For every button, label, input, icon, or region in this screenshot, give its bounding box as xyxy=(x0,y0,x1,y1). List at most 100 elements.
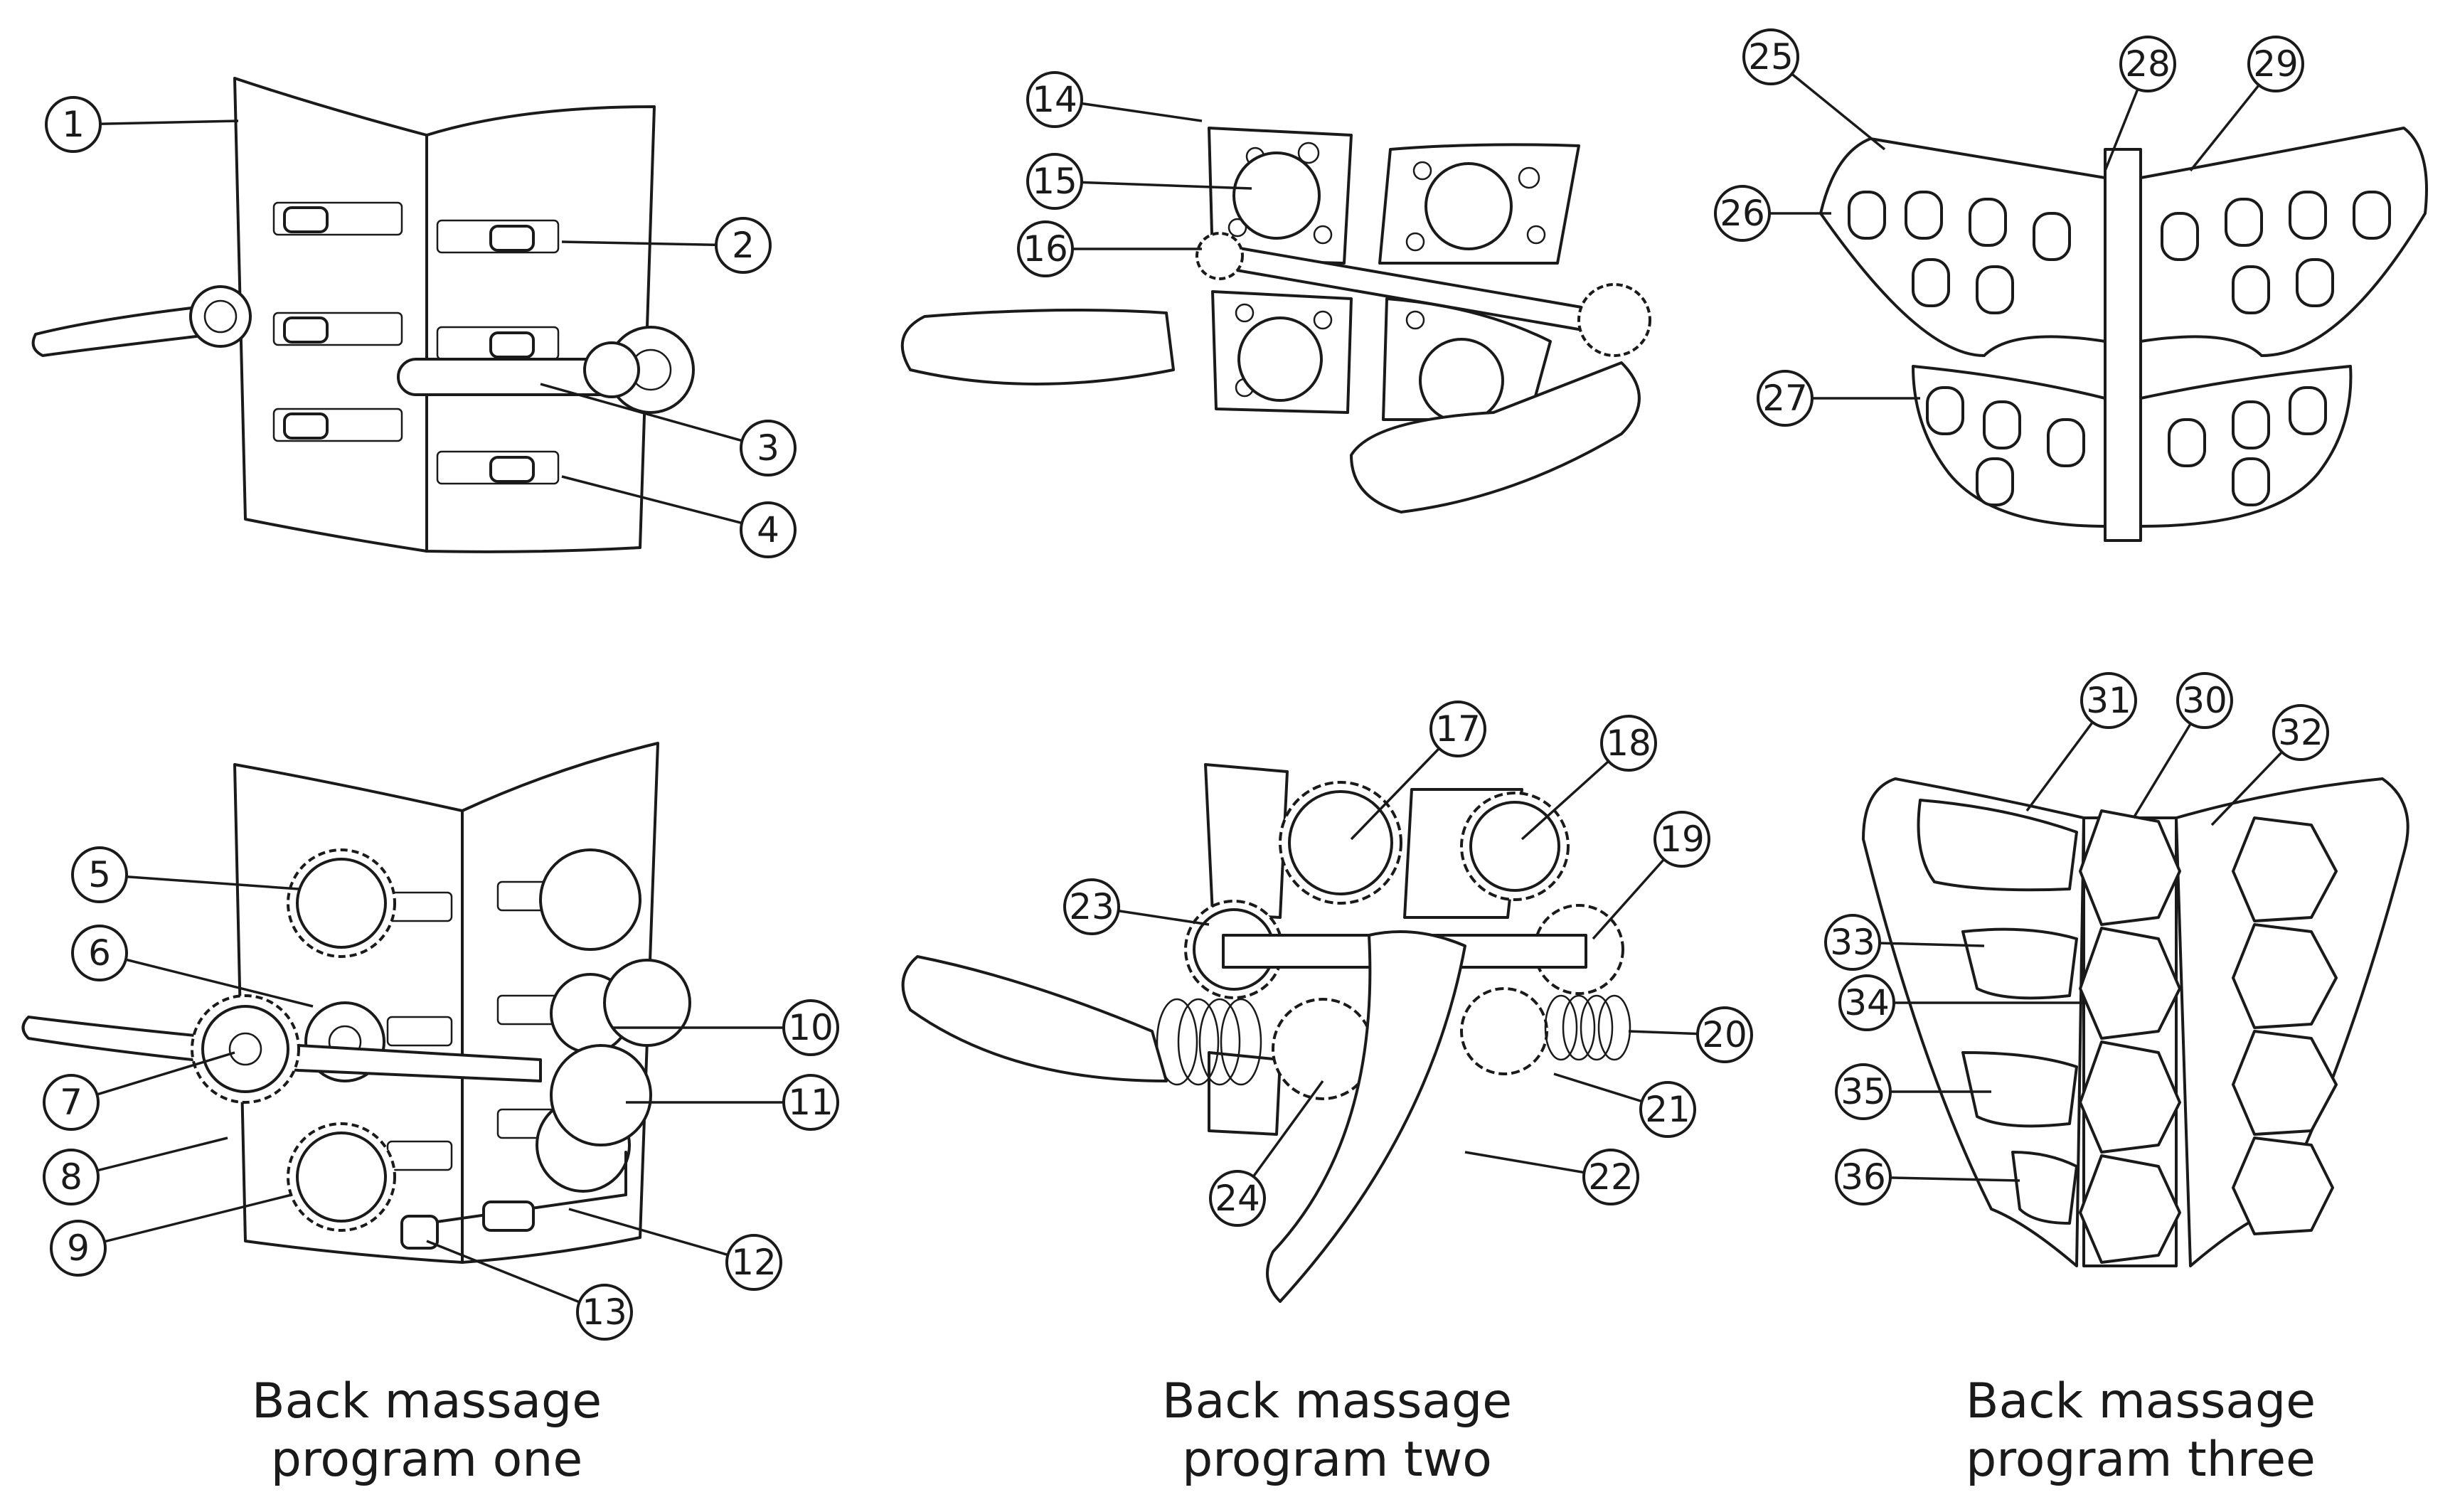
callout-circle-21 xyxy=(1639,1081,1696,1138)
callout-28: 28 xyxy=(2119,36,2176,92)
callout-label-15: 15 xyxy=(1032,161,1077,202)
callout-label-3: 3 xyxy=(757,427,779,469)
callout-circle-33 xyxy=(1824,914,1881,971)
callout-circle-27 xyxy=(1757,370,1814,427)
callout-circle-2 xyxy=(715,217,772,274)
leader-line-4 xyxy=(561,475,769,531)
callout-circle-30 xyxy=(2176,672,2233,729)
callout-13: 13 xyxy=(576,1284,633,1341)
callout-22: 22 xyxy=(1582,1149,1639,1205)
callout-circle-28 xyxy=(2119,36,2176,92)
callout-circle-5 xyxy=(71,846,128,903)
callout-label-13: 13 xyxy=(582,1292,627,1333)
callout-label-2: 2 xyxy=(732,225,755,266)
leader-line-2 xyxy=(561,240,744,247)
callout-circle-23 xyxy=(1063,878,1120,935)
callout-35: 35 xyxy=(1835,1063,1892,1120)
callout-26: 26 xyxy=(1714,185,1771,242)
callout-15: 15 xyxy=(1026,153,1083,210)
caption-program-three-line2: program three xyxy=(1966,1432,2316,1488)
callout-19: 19 xyxy=(1653,811,1710,868)
caption-program-two-line2: program two xyxy=(1182,1432,1492,1488)
callout-label-20: 20 xyxy=(1702,1014,1747,1055)
callout-circle-18 xyxy=(1600,715,1657,772)
callout-3: 3 xyxy=(740,420,797,477)
callout-label-1: 1 xyxy=(62,104,85,145)
callout-circle-7 xyxy=(43,1074,100,1131)
callout-circle-1 xyxy=(45,96,102,153)
callout-9: 9 xyxy=(50,1220,107,1277)
callout-circle-36 xyxy=(1835,1149,1892,1205)
program-two-assembly xyxy=(900,127,1651,513)
callout-circle-12 xyxy=(725,1234,782,1291)
callout-label-12: 12 xyxy=(731,1242,777,1283)
callout-circle-22 xyxy=(1582,1149,1639,1205)
callout-circle-4 xyxy=(740,501,797,558)
callout-circle-19 xyxy=(1653,811,1710,868)
callout-label-10: 10 xyxy=(788,1007,834,1048)
callout-label-8: 8 xyxy=(60,1156,82,1198)
callout-circle-20 xyxy=(1696,1006,1753,1063)
leader-line-9 xyxy=(78,1193,292,1250)
callout-6: 6 xyxy=(71,925,128,981)
caption-program-two: Back massage program two xyxy=(1053,1373,1621,1489)
callout-30: 30 xyxy=(2176,672,2233,729)
callout-label-36: 36 xyxy=(1841,1156,1886,1198)
callout-circle-14 xyxy=(1026,71,1083,128)
callout-label-7: 7 xyxy=(60,1082,82,1123)
program-two-gear-assembly xyxy=(901,763,1631,1303)
callout-circle-31 xyxy=(2080,672,2137,729)
callout-5: 5 xyxy=(71,846,128,903)
callout-label-32: 32 xyxy=(2278,712,2323,753)
callout-36: 36 xyxy=(1835,1149,1892,1205)
callout-23: 23 xyxy=(1063,878,1120,935)
callout-circle-8 xyxy=(43,1149,100,1205)
callout-31: 31 xyxy=(2080,672,2137,729)
callout-circle-3 xyxy=(740,420,797,477)
callout-circle-16 xyxy=(1017,220,1074,277)
leader-line-5 xyxy=(99,873,299,890)
caption-program-three: Back massage program three xyxy=(1856,1373,2425,1489)
callout-label-4: 4 xyxy=(757,509,779,550)
callout-1: 1 xyxy=(45,96,102,153)
callout-29: 29 xyxy=(2247,36,2304,92)
callout-label-34: 34 xyxy=(1844,982,1890,1023)
callout-label-17: 17 xyxy=(1435,708,1481,750)
callout-label-19: 19 xyxy=(1659,819,1705,860)
callout-label-6: 6 xyxy=(88,932,111,974)
leader-line-7 xyxy=(70,1051,235,1104)
callout-circle-17 xyxy=(1429,701,1486,757)
callout-label-9: 9 xyxy=(67,1228,90,1269)
callout-label-21: 21 xyxy=(1645,1089,1690,1130)
caption-program-one: Back massage program one xyxy=(142,1373,711,1489)
callout-label-14: 14 xyxy=(1032,79,1077,120)
callout-circle-9 xyxy=(50,1220,107,1277)
callout-label-29: 29 xyxy=(2253,43,2299,85)
callout-33: 33 xyxy=(1824,914,1881,971)
callout-circle-26 xyxy=(1714,185,1771,242)
leader-line-6 xyxy=(99,952,314,1008)
callout-27: 27 xyxy=(1757,370,1814,427)
callout-18: 18 xyxy=(1600,715,1657,772)
callout-label-16: 16 xyxy=(1023,228,1068,270)
callout-2: 2 xyxy=(715,217,772,274)
program-one-assembly xyxy=(31,77,695,553)
callout-circle-24 xyxy=(1209,1170,1266,1227)
callout-label-28: 28 xyxy=(2125,43,2171,85)
callout-circle-13 xyxy=(576,1284,633,1341)
callout-label-30: 30 xyxy=(2182,680,2227,721)
callout-label-26: 26 xyxy=(1720,193,1765,234)
callout-32: 32 xyxy=(2272,704,2329,761)
callout-7: 7 xyxy=(43,1074,100,1131)
callout-label-31: 31 xyxy=(2086,680,2131,721)
callout-label-27: 27 xyxy=(1762,378,1808,419)
callout-24: 24 xyxy=(1209,1170,1266,1227)
callout-11: 11 xyxy=(782,1074,839,1131)
callout-label-11: 11 xyxy=(788,1082,834,1123)
callout-21: 21 xyxy=(1639,1081,1696,1138)
callout-circle-6 xyxy=(71,925,128,981)
callout-circle-29 xyxy=(2247,36,2304,92)
callout-10: 10 xyxy=(782,999,839,1056)
